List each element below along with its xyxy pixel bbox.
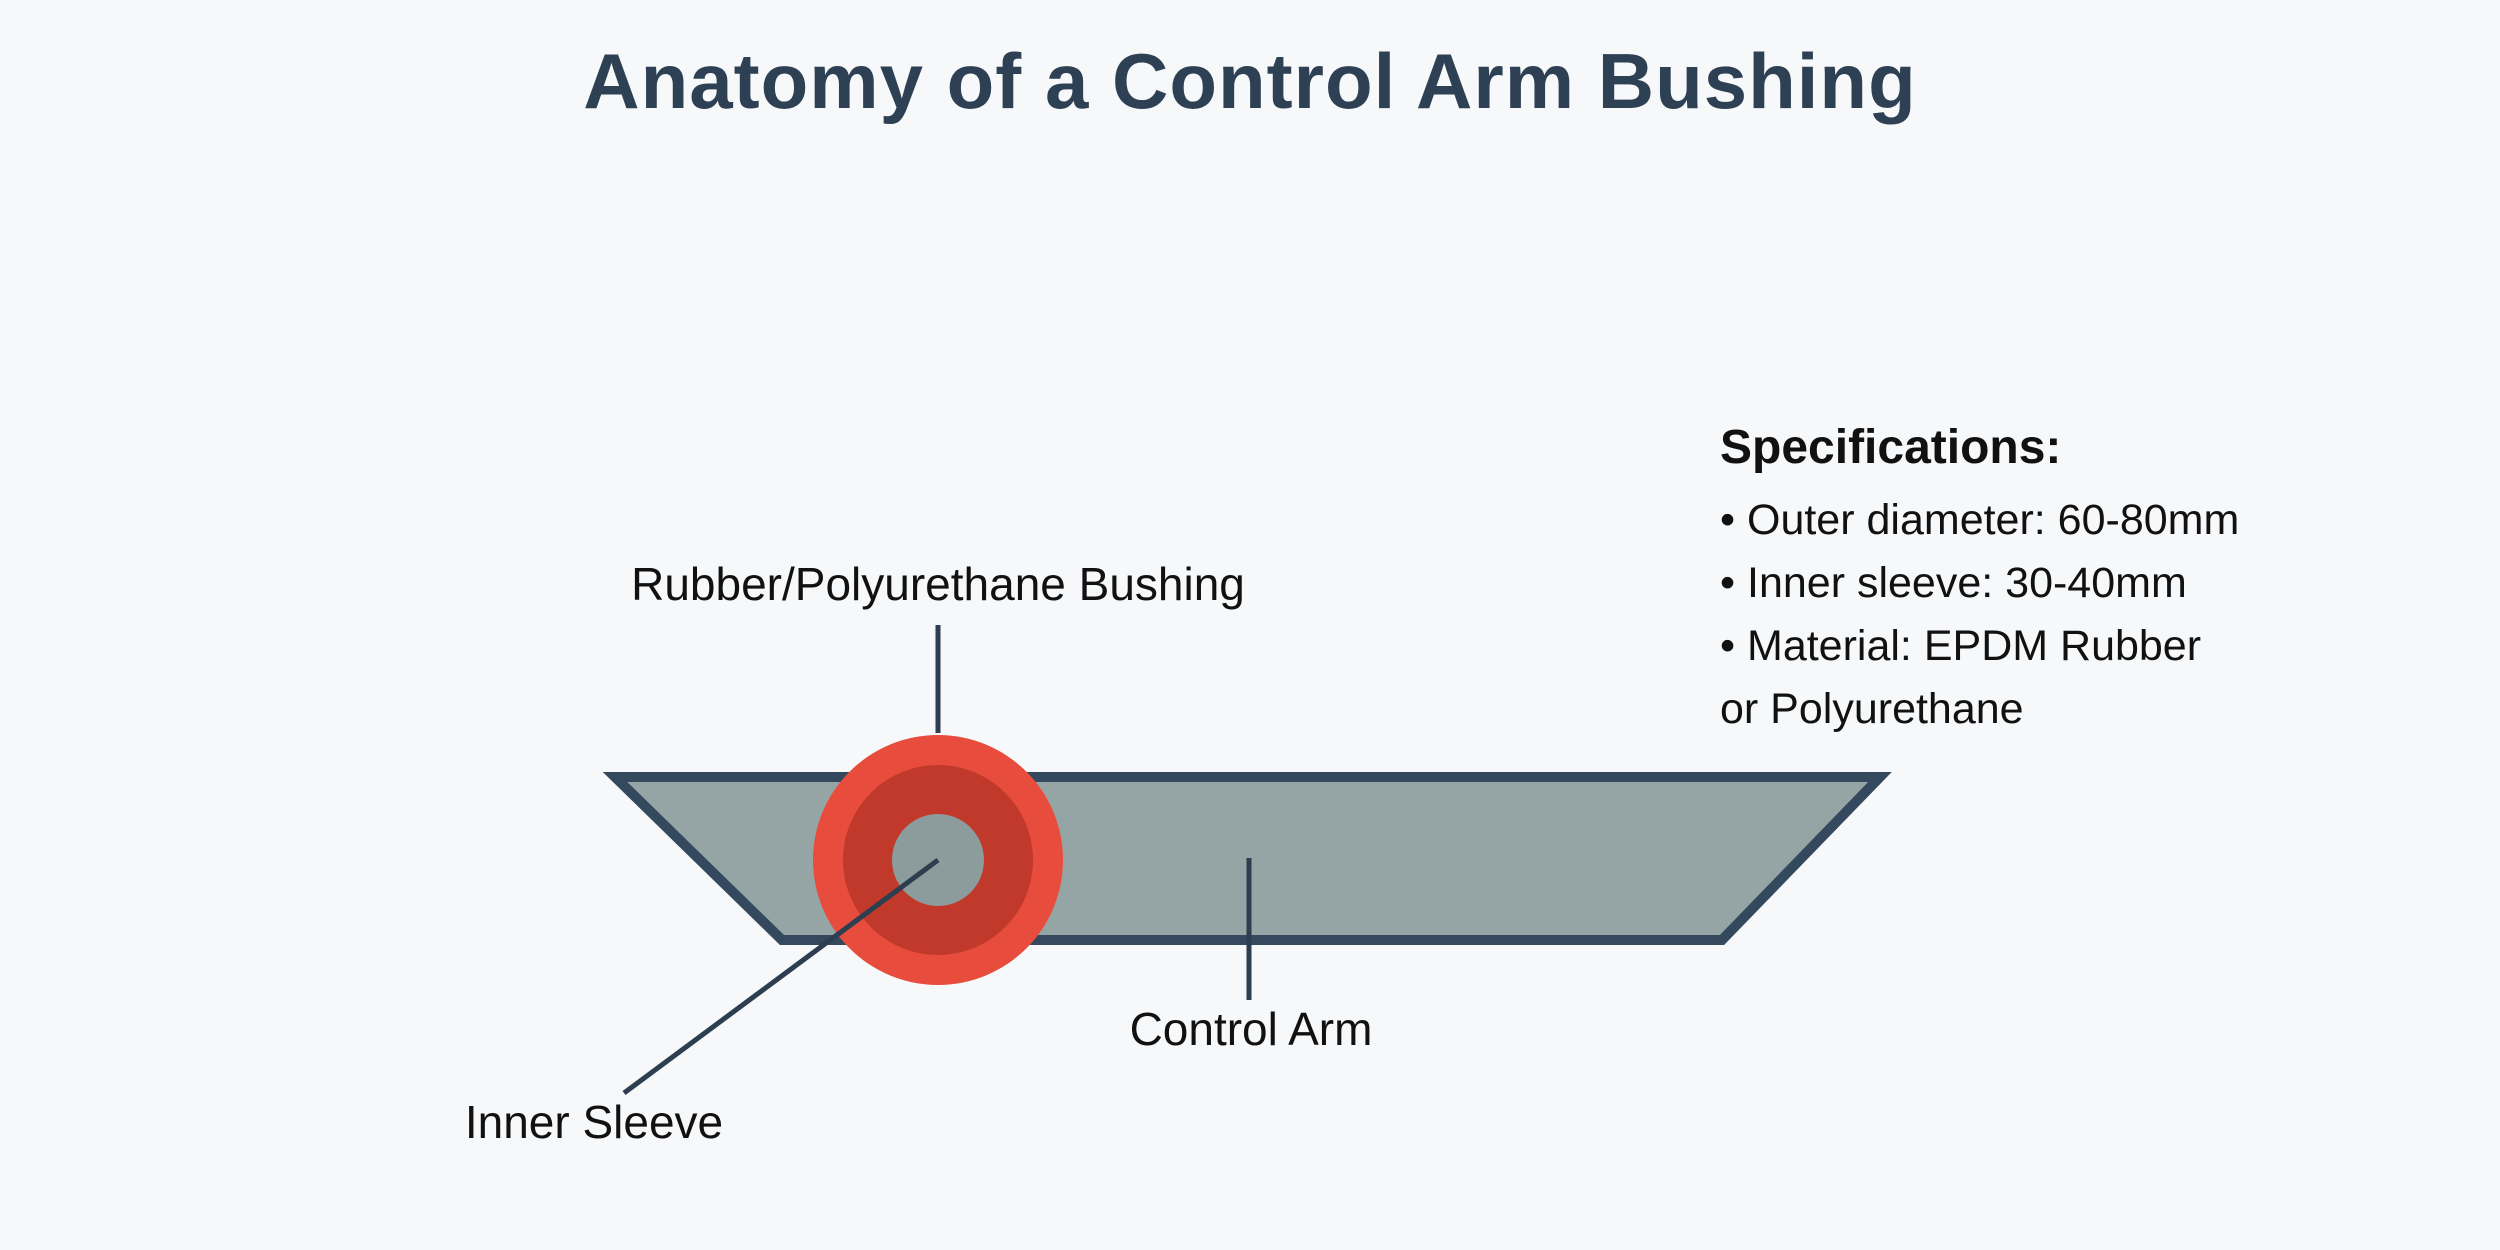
page-title: Anatomy of a Control Arm Bushing <box>583 37 1917 125</box>
inner-sleeve-leader-line <box>622 857 940 1096</box>
specifications-heading: Specifications: <box>1720 421 2062 474</box>
spec-item-material-wrap: or Polyurethane <box>1720 685 2024 733</box>
spec-item-inner-sleeve: • Inner sleeve: 30-40mm <box>1720 559 2187 607</box>
inner-sleeve-label: Inner Sleeve <box>464 1096 724 1148</box>
bushing-label: Rubber/Polyurethane Bushing <box>631 558 1245 610</box>
spec-item-outer-diameter: • Outer diameter: 60-80mm <box>1720 496 2240 544</box>
control-arm-label: Control Arm <box>1129 1003 1373 1055</box>
spec-item-material: • Material: EPDM Rubber <box>1720 622 2202 670</box>
